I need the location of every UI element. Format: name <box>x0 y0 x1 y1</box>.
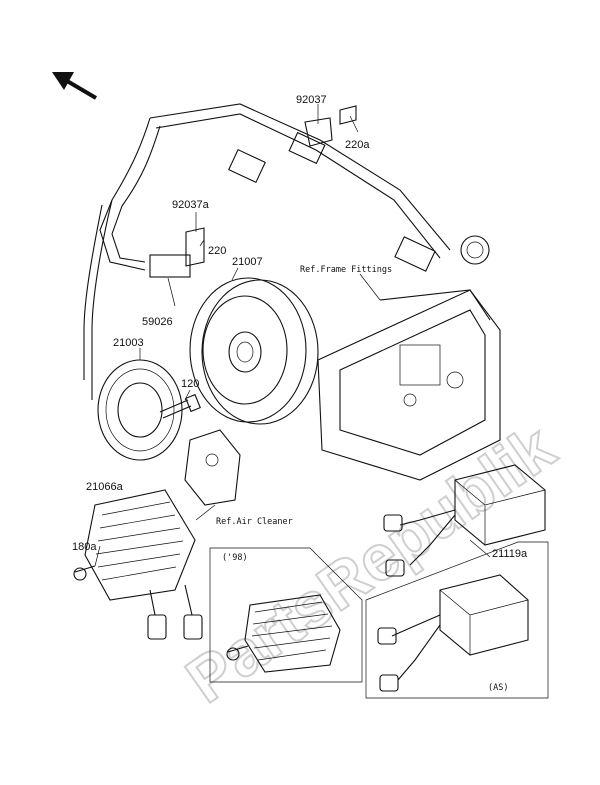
bracket-92037 <box>304 105 357 147</box>
regulator-21066a <box>73 489 203 640</box>
part-number-220a: 220a <box>345 139 370 151</box>
part-number-21119a: 21119a <box>492 548 528 560</box>
direction-arrow-icon <box>52 72 98 100</box>
inset-98 <box>209 547 363 683</box>
inset-98-label: ('98) <box>222 553 248 563</box>
flywheel-21007 <box>189 277 319 425</box>
part-number-220: 220 <box>208 245 226 257</box>
watermark: PartsRepublik <box>173 411 567 717</box>
bracket-92037a <box>149 227 205 278</box>
part-number-92037: 92037 <box>296 94 327 106</box>
part-number-21007: 21007 <box>232 256 263 268</box>
air-cleaner-bracket <box>184 429 241 506</box>
leader-lines <box>94 104 491 567</box>
inset-as <box>365 541 549 699</box>
wiring-harness <box>83 103 490 380</box>
inset-as-label: (AS) <box>488 683 508 693</box>
part-number-120: 120 <box>181 378 199 390</box>
part-number-21003: 21003 <box>113 337 144 349</box>
part-number-59026: 59026 <box>142 316 173 328</box>
cdi-unit-21119a <box>383 464 546 577</box>
part-number-21066a: 21066a <box>86 481 124 493</box>
part-number-92037a: 92037a <box>172 199 210 211</box>
part-number-180a: 180a <box>72 541 97 553</box>
bolt-120 <box>159 393 201 419</box>
frame-fittings <box>317 289 501 481</box>
stator-21003 <box>91 359 183 461</box>
ref-air-cleaner: Ref.Air Cleaner <box>216 517 293 527</box>
ref-frame-fittings: Ref.Frame Fittings <box>300 265 392 275</box>
harness-connector <box>228 148 266 184</box>
